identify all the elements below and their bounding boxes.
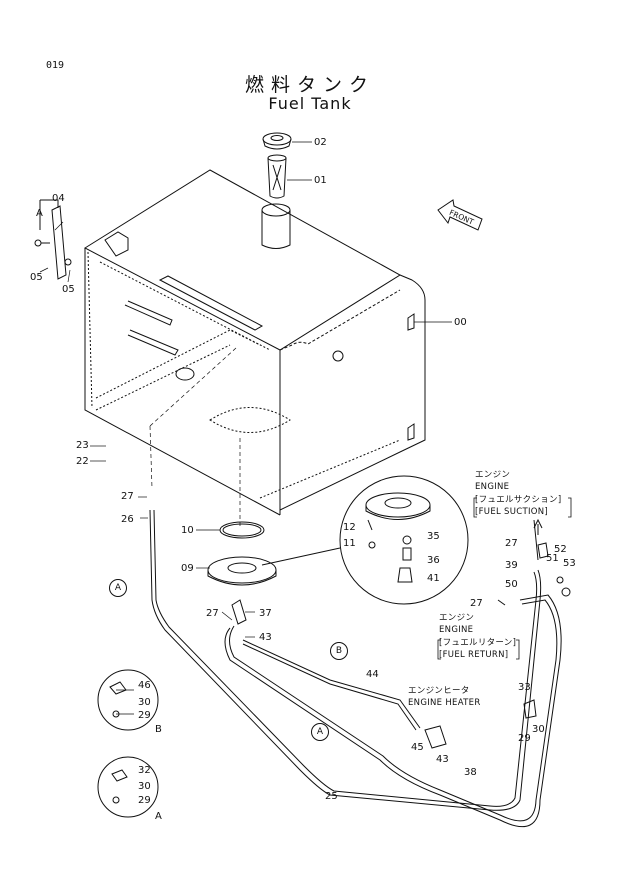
part-label-52: 52 bbox=[554, 544, 567, 555]
part-label-23: 23 bbox=[76, 440, 89, 451]
heater-note-en: ENGINE HEATER bbox=[408, 698, 481, 708]
ref-a-pipe: A bbox=[109, 579, 127, 597]
ref-a-inset: A bbox=[155, 811, 162, 822]
part-label-27-a: 27 bbox=[121, 491, 134, 502]
leader-lines bbox=[39, 141, 452, 638]
part-label-33: 33 bbox=[518, 682, 531, 693]
fuel-tank bbox=[83, 169, 426, 516]
part-label-44: 44 bbox=[366, 669, 379, 680]
suction-sub-jp: [フュエルサクション] bbox=[475, 495, 562, 505]
title-english: Fuel Tank bbox=[268, 94, 352, 113]
part-label-10: 10 bbox=[181, 525, 194, 536]
ref-b-pipe: B bbox=[330, 642, 348, 660]
part-label-32: 32 bbox=[138, 765, 151, 776]
heater-note-jp: エンジンヒータ bbox=[408, 686, 470, 696]
part-label-41: 41 bbox=[427, 573, 440, 584]
part-label-29-a: 29 bbox=[138, 710, 151, 721]
part-label-25: 25 bbox=[325, 791, 338, 802]
return-note-en: ENGINE bbox=[439, 625, 474, 635]
part-label-45: 45 bbox=[411, 742, 424, 753]
part-label-39: 39 bbox=[505, 560, 518, 571]
return-sub-en: [FUEL RETURN] bbox=[439, 650, 509, 660]
suction-sub-en: [FUEL SUCTION] bbox=[475, 507, 549, 517]
return-note-jp: エンジン bbox=[439, 613, 475, 623]
part-label-02: 02 bbox=[314, 137, 327, 148]
return-sub-jp: [フュエルリターン] bbox=[439, 638, 517, 648]
part-label-46: 46 bbox=[138, 680, 151, 691]
front-arrow bbox=[437, 199, 483, 231]
part-label-27-b: 27 bbox=[206, 608, 219, 619]
part-label-30-a: 30 bbox=[138, 697, 151, 708]
ref-b-inset: B bbox=[155, 724, 162, 735]
part-label-37: 37 bbox=[259, 608, 272, 619]
title-japanese: 燃料タンク bbox=[244, 74, 375, 96]
part-label-50: 50 bbox=[505, 579, 518, 590]
part-label-09: 09 bbox=[181, 563, 194, 574]
part-label-36: 36 bbox=[427, 555, 440, 566]
part-label-27-c: 27 bbox=[505, 538, 518, 549]
ref-a-top: A bbox=[36, 208, 43, 219]
part-label-04: 04 bbox=[52, 193, 65, 204]
part-label-29-c: 29 bbox=[518, 733, 531, 744]
suction-note-en: ENGINE bbox=[475, 482, 510, 492]
part-label-05-left: 05 bbox=[30, 272, 43, 283]
part-label-43-b: 43 bbox=[436, 754, 449, 765]
part-label-38: 38 bbox=[464, 767, 477, 778]
part-label-26: 26 bbox=[121, 514, 134, 525]
detail-inset bbox=[339, 475, 469, 605]
part-label-43-a: 43 bbox=[259, 632, 272, 643]
part-label-27-d: 27 bbox=[470, 598, 483, 609]
part-label-11: 11 bbox=[343, 538, 356, 549]
part-label-01: 01 bbox=[314, 175, 327, 186]
part-label-35: 35 bbox=[427, 531, 440, 542]
clamp-plate bbox=[34, 199, 72, 280]
flange-and-oring bbox=[207, 521, 341, 586]
part-label-00: 00 bbox=[454, 317, 467, 328]
part-label-12: 12 bbox=[343, 522, 356, 533]
suction-note-jp: エンジン bbox=[475, 470, 511, 480]
ref-a-mid: A bbox=[311, 723, 329, 741]
part-label-05-right: 05 bbox=[62, 284, 75, 295]
strainer-and-cap bbox=[262, 132, 292, 199]
part-label-51: 51 bbox=[546, 553, 559, 564]
fuel-hoses bbox=[149, 509, 571, 828]
part-label-22: 22 bbox=[76, 456, 89, 467]
part-label-30-b: 30 bbox=[138, 781, 151, 792]
page-number: 019 bbox=[46, 60, 65, 71]
part-label-53: 53 bbox=[563, 558, 576, 569]
clamp-insets bbox=[97, 669, 159, 818]
part-label-29-b: 29 bbox=[138, 795, 151, 806]
part-label-30-c: 30 bbox=[532, 724, 545, 735]
